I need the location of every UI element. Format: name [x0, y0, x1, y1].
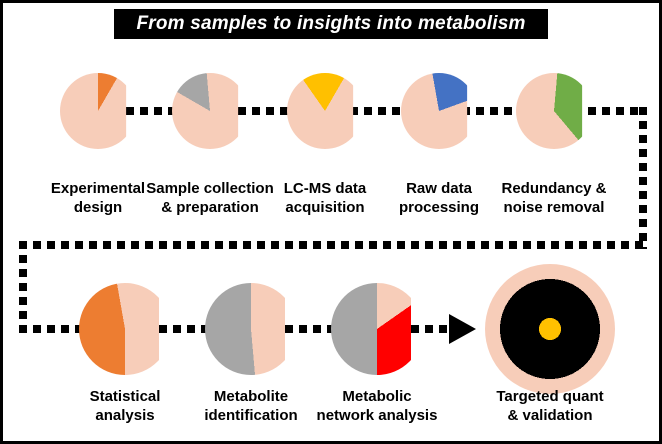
label-line: design: [73, 199, 123, 217]
target-icon: [485, 264, 615, 394]
label-line: Metabolite: [213, 388, 289, 405]
label-line: Statistical: [89, 388, 161, 405]
label-line: Targeted quant: [496, 388, 604, 405]
label-experimental-design: Experimental design: [28, 179, 168, 217]
label-targeted-quant-validation: Targeted quant & validation: [480, 387, 620, 425]
label-metabolic-network-analysis: Metabolic network analysis: [307, 387, 447, 425]
diagram-title: From samples to insights into metabolism: [136, 13, 526, 34]
label-line: LC-MS data: [283, 180, 367, 197]
pie-raw-data-processing: [401, 73, 468, 149]
title-bar: From samples to insights into metabolism: [114, 9, 548, 39]
connector-right-vertical: [639, 107, 647, 249]
label-statistical-analysis: Statistical analysis: [55, 387, 195, 425]
pie-redundancy-noise-removal: [516, 73, 583, 149]
label-line: network analysis: [316, 407, 438, 425]
connector-row1: [98, 107, 647, 115]
label-line: identification: [204, 407, 298, 425]
pie-statistical-analysis: [79, 283, 160, 375]
pie-lcms-data-acquisition: [287, 73, 354, 149]
arrow-right-icon: [449, 314, 476, 344]
label-metabolite-identification: Metabolite identification: [181, 387, 321, 425]
label-line: analysis: [95, 407, 155, 425]
label-line: Raw data: [406, 180, 472, 197]
pie-metabolite-identification: [205, 283, 286, 375]
label-line: Experimental: [50, 180, 146, 197]
connector-middle: [19, 241, 647, 249]
pie-sample-collection: [172, 73, 239, 149]
label-raw-data-processing: Raw data processing: [369, 179, 509, 217]
connector-left-vertical: [19, 241, 27, 333]
label-line: acquisition: [285, 199, 365, 217]
label-line: & validation: [507, 407, 593, 425]
label-line: & preparation: [161, 199, 259, 217]
label-sample-collection: Sample collection & preparation: [140, 179, 280, 217]
label-line: processing: [398, 199, 480, 217]
label-line: Sample collection: [146, 180, 274, 197]
label-line: Metabolic: [342, 388, 412, 405]
label-redundancy-noise-removal: Redundancy & noise removal: [484, 179, 624, 217]
pie-experimental-design: [60, 73, 127, 149]
label-lcms-data-acquisition: LC-MS data acquisition: [255, 179, 395, 217]
label-line: Redundancy &: [501, 180, 607, 197]
label-line: noise removal: [503, 199, 605, 217]
pie-metabolic-network-analysis: [331, 283, 412, 375]
